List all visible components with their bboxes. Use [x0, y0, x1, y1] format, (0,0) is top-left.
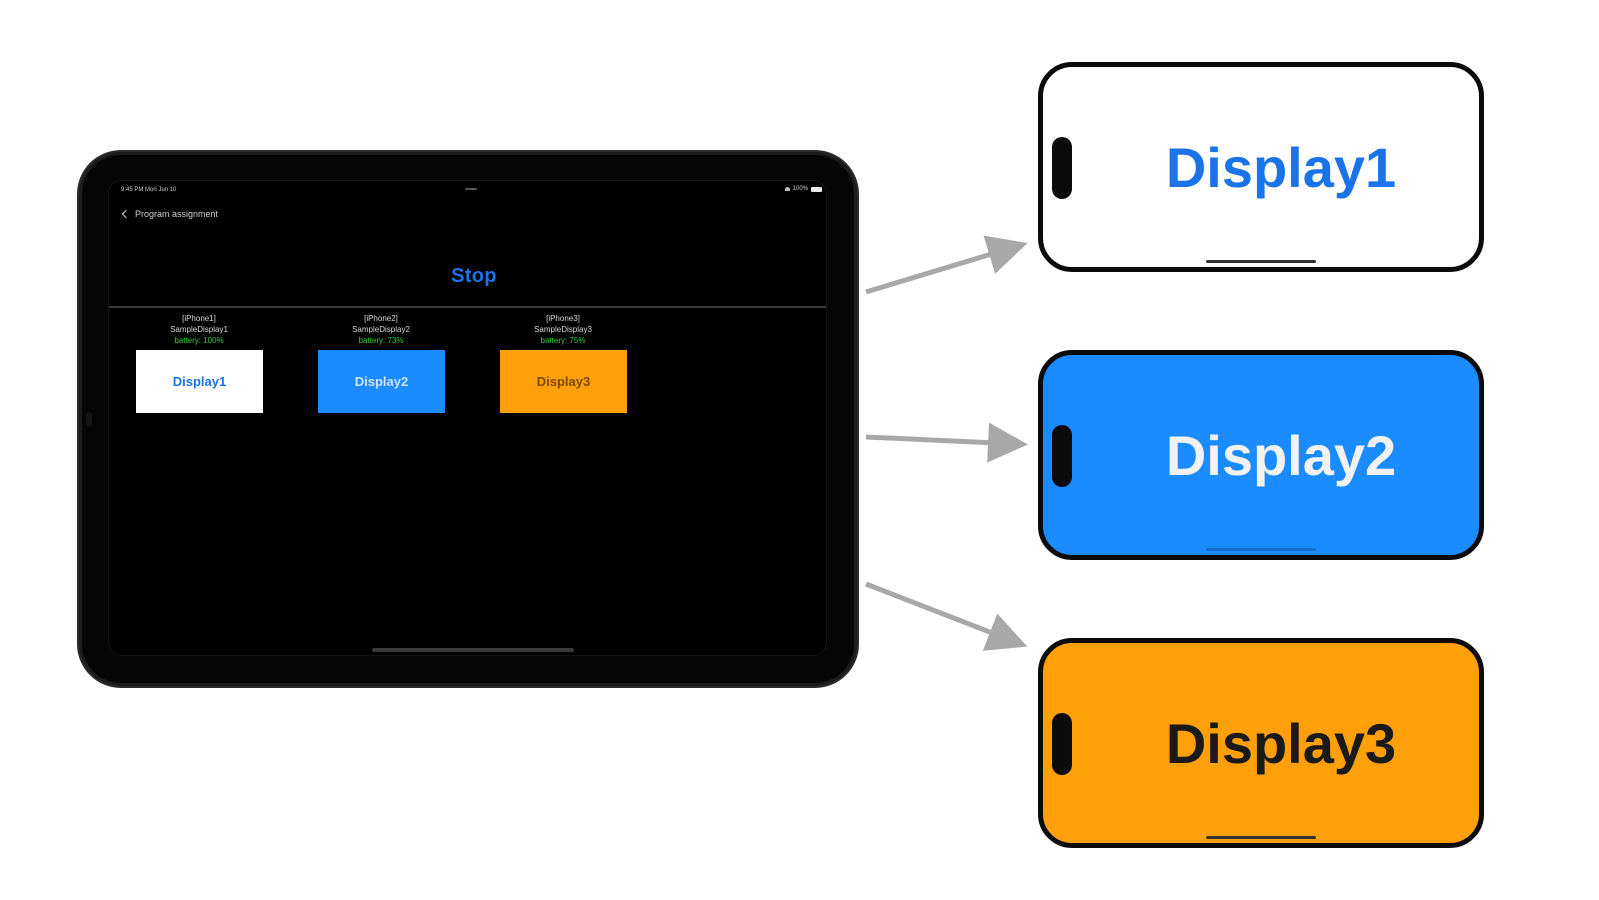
display-tile-1[interactable]: Display1 — [136, 350, 263, 413]
battery-percent: 100% — [792, 186, 808, 192]
iphone-display3: Display3 — [1038, 638, 1484, 848]
dynamic-island-icon — [1052, 137, 1072, 199]
device-display-name: SampleDisplay3 — [534, 325, 592, 334]
phone-display-label: Display2 — [1165, 423, 1397, 487]
status-time: 9:45 PM Mon Jun 10 — [121, 187, 177, 193]
home-indicator — [1206, 836, 1316, 839]
device-battery: battery: 75% — [540, 336, 586, 345]
phone-display-label: Display1 — [1165, 135, 1397, 199]
back-button[interactable]: Program assignment — [121, 209, 219, 219]
display-tile-3[interactable]: Display3 — [500, 350, 627, 413]
device-name: [iPhone3] — [546, 314, 580, 323]
arrow-to-display3 — [865, 581, 1028, 651]
device-battery: battery: 73% — [358, 336, 404, 345]
back-button-label: Program assignment — [135, 209, 219, 219]
header-divider — [109, 306, 826, 308]
iphone-display1: Display1 — [1038, 62, 1484, 272]
device-info: [iPhone3] SampleDisplay3 battery: 75% — [498, 313, 628, 346]
device-name: [iPhone2] — [364, 314, 398, 323]
device-display-name: SampleDisplay1 — [170, 325, 228, 334]
display-tile-2[interactable]: Display2 — [318, 350, 445, 413]
status-bar-right: 100% — [784, 186, 822, 192]
device-name: [iPhone1] — [182, 314, 216, 323]
device-info: [iPhone2] SampleDisplay2 battery: 73% — [316, 313, 446, 346]
device-info: [iPhone1] SampleDisplay1 battery: 100% — [134, 313, 264, 346]
multitasking-dots-icon — [465, 188, 477, 190]
phone-display-label: Display3 — [1165, 711, 1397, 775]
home-indicator — [1206, 548, 1316, 551]
device-battery: battery: 100% — [174, 336, 224, 345]
home-indicator — [372, 648, 574, 652]
dynamic-island-icon — [1052, 713, 1072, 775]
ipad-camera — [86, 412, 92, 426]
device-display-name: SampleDisplay2 — [352, 325, 410, 334]
wifi-icon — [784, 187, 790, 191]
iphone-display2: Display2 — [1038, 350, 1484, 560]
home-indicator — [1206, 260, 1316, 263]
battery-icon — [811, 186, 822, 192]
arrow-to-display2 — [865, 422, 1028, 463]
ipad-screen: 9:45 PM Mon Jun 10 100% Program assignme… — [108, 180, 827, 656]
dynamic-island-icon — [1052, 425, 1072, 487]
arrow-to-display1 — [865, 235, 1028, 295]
device-card-1: [iPhone1] SampleDisplay1 battery: 100% D… — [134, 313, 264, 413]
stop-button[interactable]: Stop — [451, 265, 497, 287]
device-card-2: [iPhone2] SampleDisplay2 battery: 73% Di… — [316, 313, 446, 413]
device-card-3: [iPhone3] SampleDisplay3 battery: 75% Di… — [498, 313, 628, 413]
